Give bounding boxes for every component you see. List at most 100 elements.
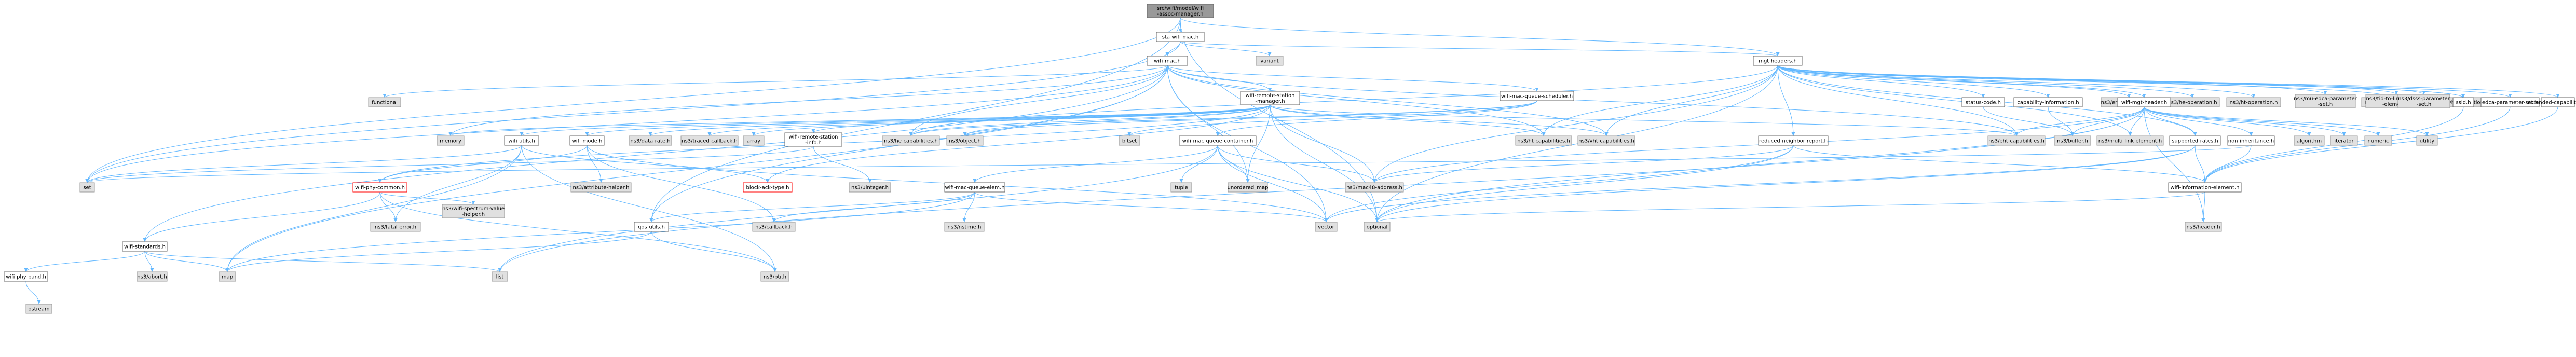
edge-wrsm-to-object <box>964 104 1271 136</box>
edge-wifimac-to-ht_cap <box>1167 65 1544 136</box>
edge-phyband-to-ostream <box>25 281 39 305</box>
edge-mgt-to-ht_cap <box>1543 65 1778 136</box>
edge-wifiutils-to-map <box>227 145 522 272</box>
arrowhead-mgt-to-extcap <box>2556 94 2560 98</box>
node-phyband[interactable]: wifi-phy-band.h <box>4 271 48 282</box>
node-box-extcap <box>2541 97 2575 107</box>
node-wrsm[interactable]: wifi-remote-station-manager.h <box>1240 91 1300 105</box>
node-label-wrsm: -manager.h <box>1255 99 1285 104</box>
node-label-eht_cap: ns3/eht-capabilities.h <box>1988 139 2045 144</box>
node-wrsi[interactable]: wifi-remote-station-info.h <box>784 132 842 147</box>
node-fatal: ns3/fatal-error.h <box>370 222 421 232</box>
node-label-wrsm: wifi-remote-station <box>1246 93 1295 99</box>
node-label-wrsi: -info.h <box>805 140 822 146</box>
edge-mgt-to-vht_cap <box>1606 65 1778 136</box>
node-box-he_cap <box>882 135 940 146</box>
node-memory: memory <box>437 135 465 146</box>
node-ssid[interactable]: ssid.h <box>2452 97 2474 107</box>
edge-mgt-to-optional <box>1376 65 1778 223</box>
node-box-array <box>743 135 765 146</box>
node-box-wpc <box>352 182 407 193</box>
edge-wrsm-to-optional <box>1270 104 1378 223</box>
node-label-standards: wifi-standards.h <box>124 244 166 250</box>
node-status[interactable]: status-code.h <box>1961 97 2005 107</box>
edge-capinfo-to-buffer <box>2048 106 2073 136</box>
node-rnr[interactable]: reduced-neighbor-report.h <box>1758 135 1829 146</box>
node-label-extcap: extended-capabilities.h <box>2527 100 2576 106</box>
edge-wrsm-to-memory <box>450 104 1271 136</box>
node-label-wmqs: wifi-mac-queue-scheduler.h <box>1501 94 1573 100</box>
edge-wifimac-to-map <box>227 65 1168 272</box>
node-he_cap: ns3/he-capabilities.h <box>882 135 940 146</box>
node-label-tuple: tuple <box>1175 185 1188 191</box>
node-box-ht_cap <box>1515 135 1572 146</box>
node-box-list <box>492 271 508 282</box>
edge-wifiutils-to-fatal <box>395 145 522 223</box>
node-wmqs[interactable]: wifi-mac-queue-scheduler.h <box>1500 91 1574 101</box>
node-optional: optional <box>1364 222 1391 232</box>
node-wmqc[interactable]: wifi-mac-queue-container.h <box>1179 135 1257 146</box>
node-label-traced: ns3/traced-callback.h <box>682 139 738 144</box>
node-label-memory: memory <box>440 139 461 144</box>
node-box-capinfo <box>2013 97 2083 107</box>
edge-wifiutils-to-set <box>87 145 522 183</box>
node-utility: utility <box>2416 135 2438 146</box>
node-wmqe[interactable]: wifi-mac-queue-elem.h <box>944 182 1005 193</box>
node-wie[interactable]: wifi-information-element.h <box>2168 182 2242 193</box>
arrowhead-mgt-to-status <box>1981 94 1985 98</box>
node-label-fatal: ns3/fatal-error.h <box>375 225 416 230</box>
node-suprates[interactable]: supported-rates.h <box>2169 135 2221 146</box>
arrowhead-wmh-to-noninh <box>2249 132 2253 136</box>
node-box-noninh <box>2227 135 2275 146</box>
node-box-functional <box>368 97 401 107</box>
node-label-mac48: ns3/mac48-address.h <box>1346 185 1402 191</box>
node-label-mgt: mgt-headers.h <box>1759 59 1797 64</box>
node-wifimode[interactable]: wifi-mode.h <box>569 135 605 146</box>
node-label-he_cap: ns3/he-capabilities.h <box>884 139 938 144</box>
node-bat[interactable]: block-ack-type.h <box>743 182 793 193</box>
arrowhead-phyband-to-ostream <box>37 300 41 304</box>
node-capinfo[interactable]: capability-information.h <box>2013 97 2083 107</box>
edge-wmh-to-mle <box>2130 106 2145 136</box>
node-extcap[interactable]: extended-capabilities.h <box>2527 97 2576 107</box>
arrowhead-qos-to-ptr <box>773 268 777 272</box>
edge-sta-to-set <box>87 41 1181 183</box>
arrowhead-wifimode-to-attrh <box>599 179 603 183</box>
arrowhead-standards-to-map <box>225 268 229 272</box>
node-wmh[interactable]: wifi-mgt-header.h <box>2117 97 2171 107</box>
node-wpc[interactable]: wifi-phy-common.h <box>352 182 407 193</box>
edge-wrsm-to-array <box>753 104 1271 136</box>
edge-wifimode-to-callback <box>587 145 774 223</box>
node-sta[interactable]: sta-wifi-mac.h <box>1156 32 1205 42</box>
arrowhead-wmh-to-list <box>498 268 502 272</box>
edge-wmqe-to-map <box>227 191 975 272</box>
node-qos[interactable]: qos-utils.h <box>634 222 669 232</box>
node-box-wie <box>2168 182 2242 193</box>
node-wifimac[interactable]: wifi-mac.h <box>1147 56 1188 66</box>
arrowhead-wmqc-to-umap <box>1246 179 1250 183</box>
node-root[interactable]: src/wifi/model/wifi-assoc-manager.h <box>1147 4 1214 18</box>
node-traced: ns3/traced-callback.h <box>680 135 739 146</box>
node-variant: variant <box>1256 56 1284 66</box>
edge-wrsm-to-wifiutils <box>521 104 1271 136</box>
node-edca[interactable]: edca-parameter-set.h <box>2480 97 2540 107</box>
node-wifiutils[interactable]: wifi-utils.h <box>504 135 539 146</box>
edge-wmqc-to-list <box>499 145 1218 272</box>
node-bitset: bitset <box>1119 135 1140 146</box>
edge-wmh-to-utility <box>2144 106 2428 136</box>
node-box-abort <box>137 271 168 282</box>
arrowhead-wmqs-to-he_cap <box>909 132 913 136</box>
node-standards[interactable]: wifi-standards.h <box>122 241 168 252</box>
node-label-object: ns3/object.h <box>949 139 981 144</box>
arrowhead-wrsm-to-wifimode <box>585 132 589 136</box>
node-label-iterator: iterator <box>2334 139 2354 144</box>
edge-wifimac-to-eht_cap <box>1167 65 2017 136</box>
node-label-muedca: ns3/mu-edca-parameter <box>2294 96 2357 102</box>
arrowhead-wpc-to-standards <box>143 238 147 242</box>
arrowhead-wrsm-to-memory <box>448 132 453 136</box>
node-noninh[interactable]: non-inheritance.h <box>2227 135 2275 146</box>
node-mgt[interactable]: mgt-headers.h <box>1753 56 1803 66</box>
arrowhead-mgt-to-wmh <box>2142 94 2146 98</box>
node-box-root <box>1147 4 1214 18</box>
arrowhead-wrsm-to-datarate <box>648 132 652 136</box>
